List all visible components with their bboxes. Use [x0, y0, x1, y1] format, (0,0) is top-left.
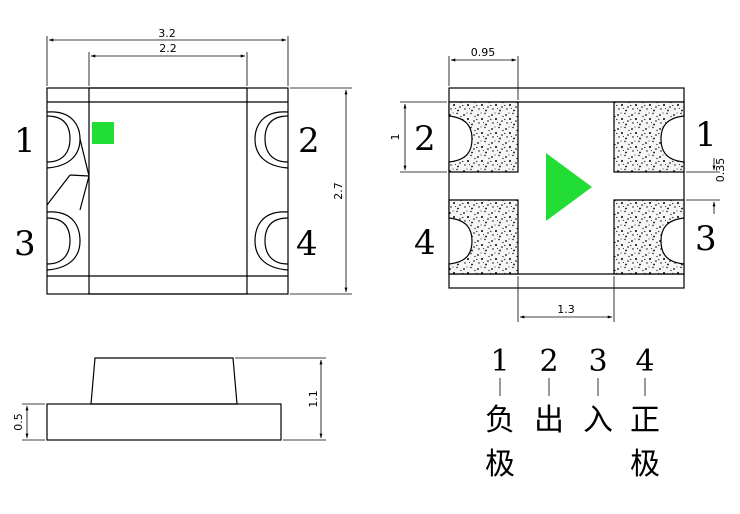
pad-bottom-left: [448, 199, 519, 275]
pad-top-right: [613, 101, 685, 173]
side-view-lens: [90, 357, 238, 405]
dim-side-total-height: 1.1: [307, 390, 320, 408]
dim-total-width: 3.2: [158, 27, 176, 40]
pad-label-top-left: 2: [414, 119, 436, 159]
notch-pin-4: [264, 217, 289, 265]
pad-label-bottom-left: 4: [414, 223, 436, 263]
pin-label-top-right: 2: [298, 121, 320, 161]
pin-label-top-left: 1: [14, 121, 36, 161]
pin-legend: 1 负 极 2 出 3 入 4 正 极: [485, 344, 660, 482]
pad-bottom-right: [613, 199, 685, 275]
polarity-marker: [92, 122, 114, 144]
lead-line-c: [46, 174, 71, 206]
notch-pin-3-outer: [46, 211, 81, 271]
side-view: 1.1 0.5: [12, 357, 326, 441]
bottom-view-outline: [448, 87, 685, 289]
legend-char1-3: 入: [583, 403, 613, 438]
legend-char2-1: 极: [485, 447, 515, 482]
dim-pad-width: 0.95: [471, 46, 496, 59]
legend-char1-1: 负: [485, 403, 515, 438]
polarity-triangle: [546, 153, 592, 221]
notch-pin-2: [264, 115, 289, 163]
top-view-lens-body: [88, 87, 248, 295]
dim-pad-spacing: 1.3: [557, 303, 575, 316]
dim-height: 2.7: [332, 182, 345, 200]
legend-item-4: 4 正 极: [630, 344, 660, 482]
side-view-base: [46, 403, 282, 441]
legend-num-1: 1: [490, 344, 509, 379]
dim-pad-height: 1: [389, 134, 402, 141]
lead-line-d: [79, 175, 90, 211]
notch-pin-4-outer: [254, 211, 289, 271]
legend-num-3: 3: [588, 344, 607, 379]
dim-inner-width: 2.2: [159, 42, 177, 55]
top-view-outline: [46, 87, 289, 295]
pin-label-bottom-left: 3: [14, 224, 36, 264]
legend-item-1: 1 负 极: [485, 344, 515, 482]
pad-label-bottom-right: 3: [695, 219, 717, 259]
legend-char1-4: 正: [630, 403, 660, 438]
pad-label-top-right: 1: [695, 115, 717, 155]
legend-char2-4: 极: [630, 447, 660, 482]
legend-item-3: 3 入: [583, 344, 613, 438]
pad-top-left: [448, 101, 519, 173]
legend-num-2: 2: [539, 344, 558, 379]
legend-item-2: 2 出: [534, 344, 564, 438]
bottom-view: 2 1 4 3 0.95 1 0.35 1.3: [389, 46, 727, 322]
lead-line-a: [79, 138, 90, 177]
pin-label-bottom-right: 4: [296, 224, 318, 264]
dim-side-base-height: 0.5: [12, 413, 25, 431]
legend-char1-2: 出: [534, 403, 564, 438]
legend-num-4: 4: [635, 344, 654, 379]
notch-pin-1: [46, 115, 71, 163]
lead-line-b: [69, 174, 90, 177]
notch-pin-2-outer: [254, 111, 289, 169]
top-view: 1 2 3 4 3.2 2.2 2.7: [14, 27, 352, 295]
notch-pin-3: [46, 217, 71, 265]
dim-pad-gap: 0.35: [714, 158, 727, 183]
